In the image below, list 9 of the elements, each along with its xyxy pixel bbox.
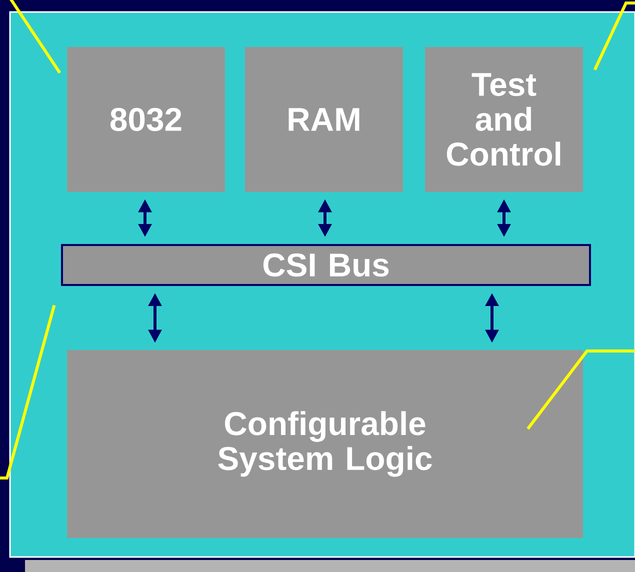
bus-bar: CSI Bus [61,244,591,286]
leader-line [526,350,635,430]
block-box: Configurable System Logic [67,350,583,538]
block-box: 8032 [67,47,225,192]
leader-line [0,304,56,480]
block-box: Test and Control [425,47,583,192]
leader-line [593,2,635,70]
block-box: RAM [245,47,403,192]
leader-line [8,0,62,74]
